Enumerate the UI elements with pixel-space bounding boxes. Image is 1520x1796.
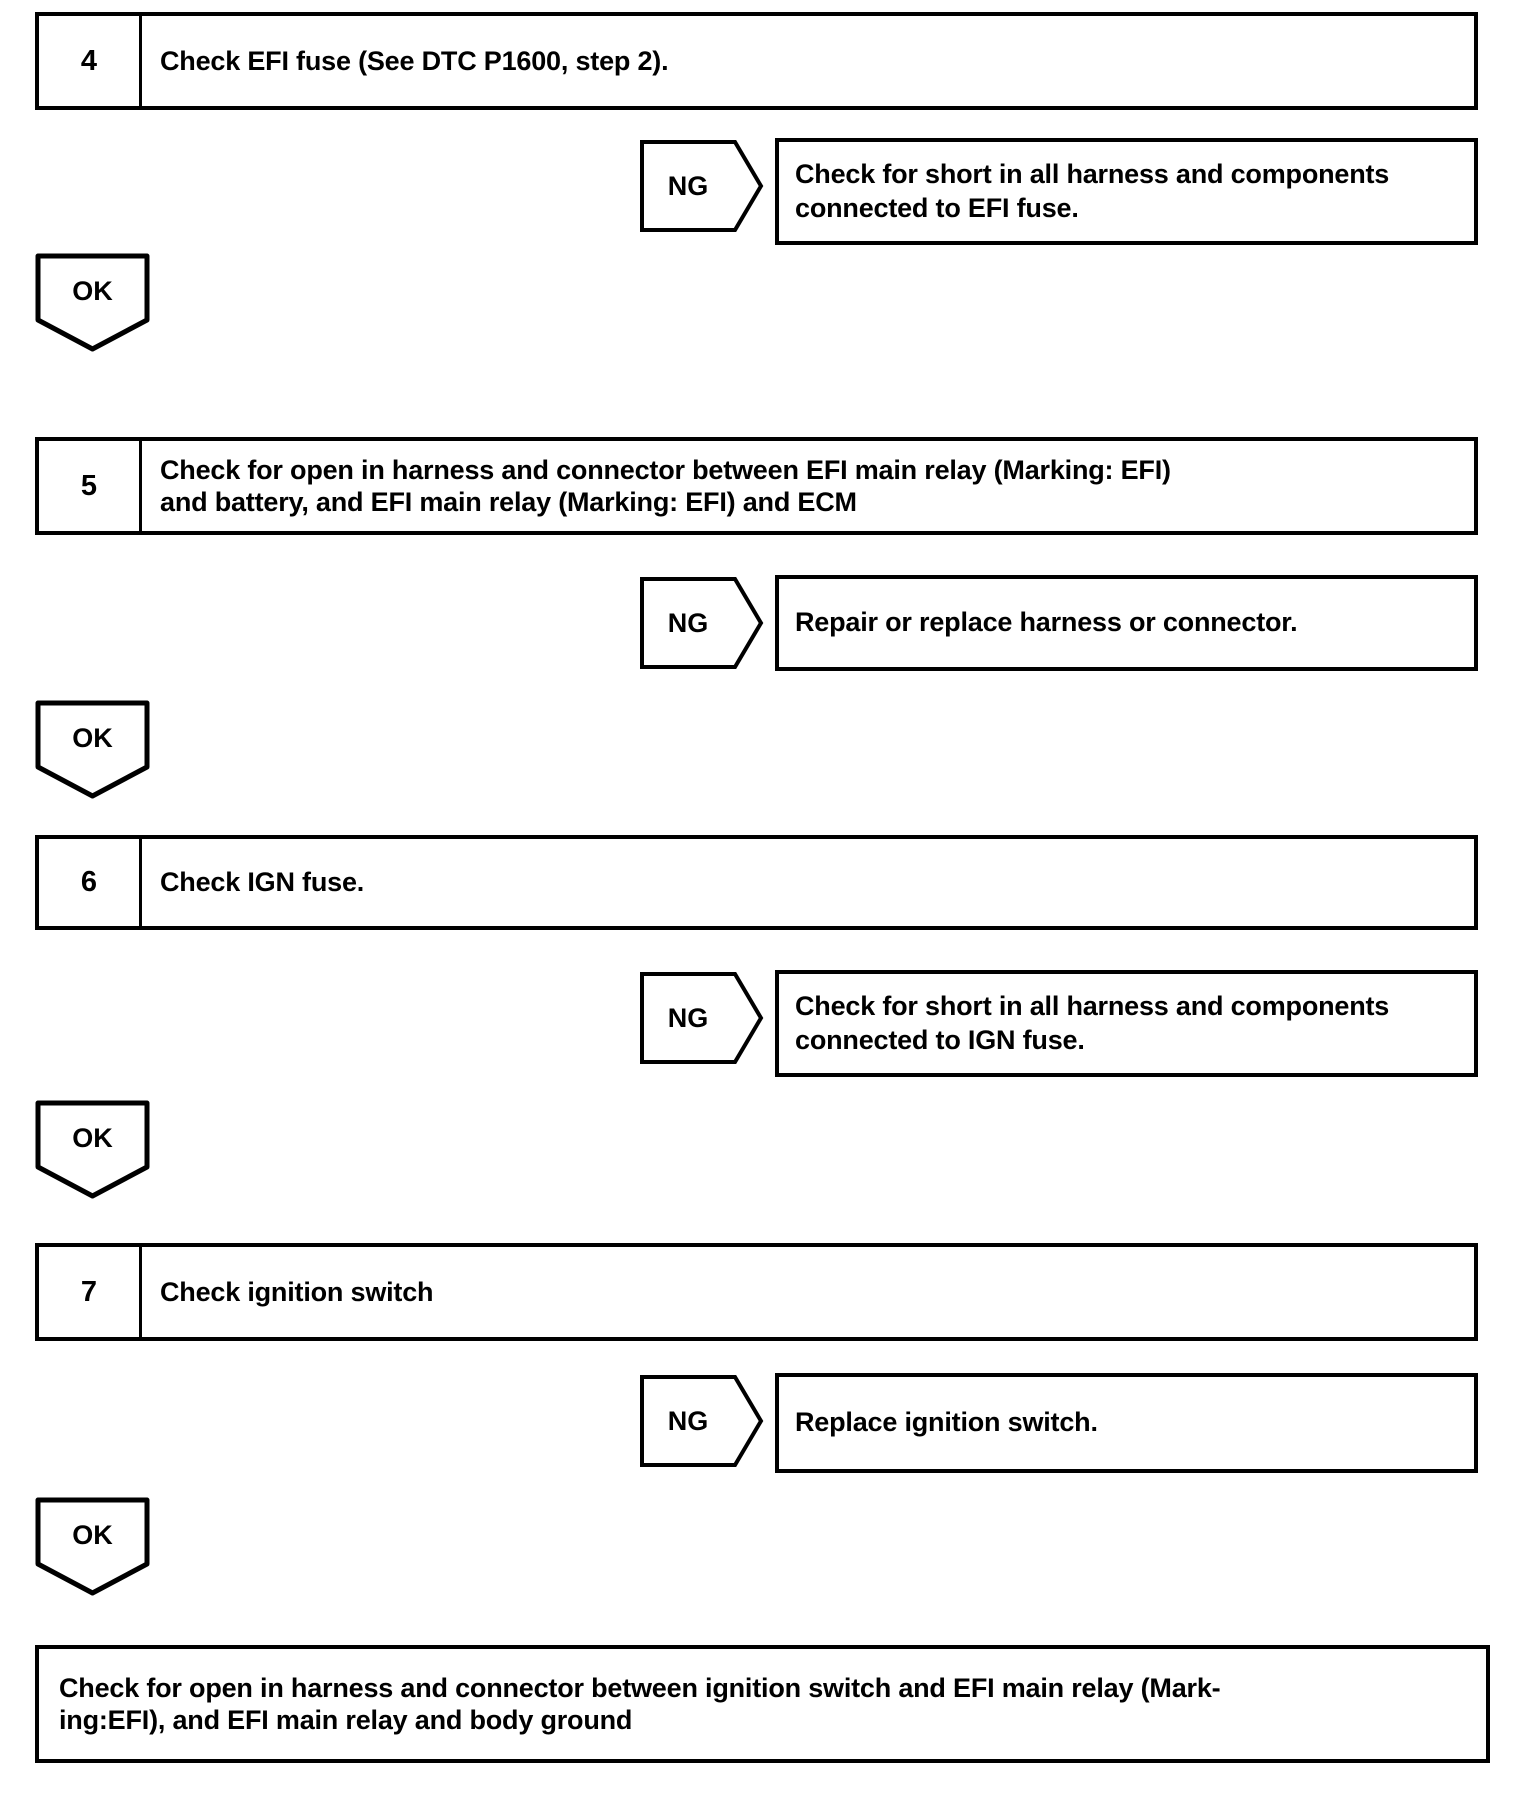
step-box-5: 5 Check for open in harness and connecto… xyxy=(35,437,1478,535)
step-number-cell: 4 xyxy=(39,16,142,106)
ng-action-text: Repair or replace harness or connector. xyxy=(795,607,1298,638)
step-number: 5 xyxy=(80,469,98,502)
ng-label: NG xyxy=(667,607,709,638)
ok-label: OK xyxy=(72,722,113,753)
ng-label: NG xyxy=(667,1405,709,1436)
step-title: Check ignition switch xyxy=(160,1276,434,1307)
step-box-6: 6 Check IGN fuse. xyxy=(35,835,1478,930)
ok-connector-icon: OK xyxy=(35,1497,150,1597)
ng-label: NG xyxy=(667,1002,709,1033)
step-number: 6 xyxy=(80,866,98,898)
step-number: 4 xyxy=(80,44,98,77)
step-number-cell: 6 xyxy=(39,839,142,926)
ng-action-box: Replace ignition switch. xyxy=(775,1373,1478,1473)
step-title: Check IGN fuse. xyxy=(160,867,365,898)
ng-action-box: Repair or replace harness or connector. xyxy=(775,575,1478,671)
ng-action-text: Check for short in all harness and compo… xyxy=(795,990,1390,1055)
ng-connector-icon: NG xyxy=(640,1375,765,1467)
ok-connector-icon: OK xyxy=(35,1100,150,1200)
step-number: 7 xyxy=(80,1275,98,1308)
ng-action-text: Check for short in all harness and compo… xyxy=(795,158,1390,223)
final-action-text: Check for open in harness and connector … xyxy=(59,1672,1221,1735)
ng-action-box: Check for short in all harness and compo… xyxy=(775,970,1478,1077)
step-title: Check for open in harness and connector … xyxy=(160,454,1171,517)
ng-connector-icon: NG xyxy=(640,577,765,669)
ok-label: OK xyxy=(72,1519,113,1550)
ng-connector-icon: NG xyxy=(640,140,765,232)
step-number-cell: 7 xyxy=(39,1247,142,1337)
ok-connector-icon: OK xyxy=(35,700,150,800)
ok-connector-icon: OK xyxy=(35,253,150,353)
final-action-box: Check for open in harness and connector … xyxy=(35,1645,1490,1763)
step-title: Check EFI fuse (See DTC P1600, step 2). xyxy=(160,45,669,76)
step-box-7: 7 Check ignition switch xyxy=(35,1243,1478,1341)
ng-action-box: Check for short in all harness and compo… xyxy=(775,138,1478,245)
step-box-4: 4 Check EFI fuse (See DTC P1600, step 2)… xyxy=(35,12,1478,110)
step-number-cell: 5 xyxy=(39,441,142,531)
ok-label: OK xyxy=(72,1122,113,1153)
ok-label: OK xyxy=(72,275,113,306)
ng-label: NG xyxy=(667,170,709,201)
ng-connector-icon: NG xyxy=(640,972,765,1064)
ng-action-text: Replace ignition switch. xyxy=(795,1407,1098,1438)
